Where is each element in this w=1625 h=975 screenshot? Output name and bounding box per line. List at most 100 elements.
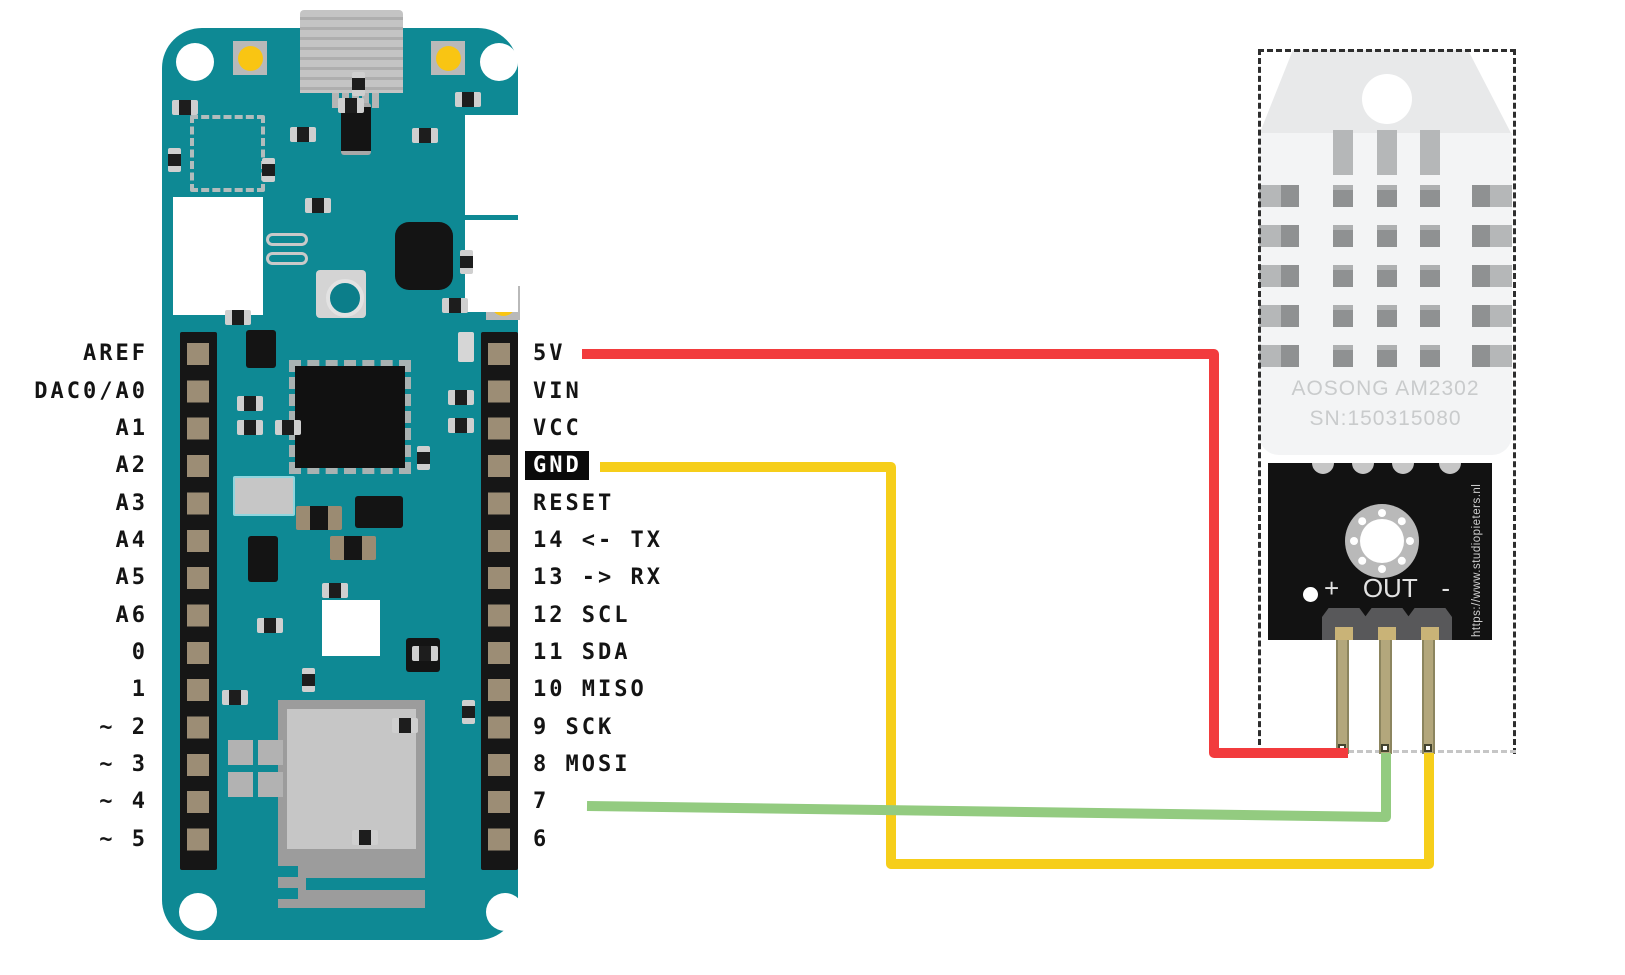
smd-component: [172, 100, 198, 115]
oscillator: [322, 600, 380, 656]
smd-component: [222, 690, 248, 705]
pin-socket: [1365, 608, 1409, 640]
left-pin-labels: AREF DAC0/A0 A1 A2 A3 A4 A5 A6 0 1 ~ 2 ~…: [0, 335, 148, 858]
pin-label-text: A1: [115, 415, 148, 441]
pin-label-text: A2: [115, 453, 148, 479]
smd-component: [460, 250, 473, 274]
smd-component: [352, 72, 365, 96]
pin-label-reset: RESET: [533, 484, 763, 521]
pad-connector-inner: [269, 255, 305, 262]
pcb-bump: [1392, 463, 1414, 474]
sensor-pin-tip: [1381, 744, 1389, 752]
vent-slot: [1420, 130, 1440, 175]
pin-label-8-mosi: 8 MOSI: [533, 746, 763, 783]
pin-label-6: 6: [533, 820, 763, 857]
pcb-label-minus: -: [1441, 573, 1450, 603]
pin-label-text: 6: [533, 826, 550, 852]
vent-slot: [1420, 185, 1440, 207]
pin-label-text: 0: [131, 639, 148, 665]
capacitor: [296, 506, 342, 530]
vent-slot: [1420, 225, 1440, 247]
right-pin-labels: 5V VIN VCC GND RESET 14 <- TX 13 -> RX 1…: [525, 335, 763, 858]
pin-label-dac0-a0: DAC0/A0: [0, 372, 148, 409]
vent-slot: [1377, 185, 1397, 207]
pin-label-4: ~ 4: [0, 783, 148, 820]
pin-label-text: ~ 2: [99, 714, 148, 740]
pcb-url-text: https://www.studiopieters.nl: [1471, 483, 1483, 637]
pcb-label-out: OUT: [1362, 573, 1418, 603]
smd-component: [275, 420, 301, 435]
pcb-mounting-hole-center: [1360, 519, 1404, 563]
sensor-pin-tip: [1424, 744, 1432, 752]
reset-button-cap: [326, 279, 364, 317]
smd-component: [338, 98, 364, 113]
pin-label-1: 1: [0, 671, 148, 708]
antenna-trace: [278, 858, 425, 908]
pin-label-text: VIN: [533, 378, 582, 404]
pin-label-5: ~ 5: [0, 820, 148, 857]
pin-label-text: GND: [525, 451, 589, 481]
pin-label-text: 14 <- TX: [533, 527, 663, 553]
antenna-notch: [278, 888, 298, 899]
pin-label-gnd: GND: [525, 447, 763, 484]
smd-component: [262, 158, 275, 182]
pin-label-14-tx: 14 <- TX: [533, 522, 763, 559]
pin-socket-pad: [1335, 627, 1353, 640]
arduino-mkr-board: [162, 10, 524, 940]
hole-dot: [1350, 537, 1358, 545]
pin-label-a2: A2: [0, 447, 148, 484]
pin-label-a6: A6: [0, 596, 148, 633]
sensor-pin-tip: [1338, 744, 1346, 752]
pin-label-vcc: VCC: [533, 410, 763, 447]
pin-label-text: 13 -> RX: [533, 565, 663, 591]
vent-slot: [1259, 185, 1299, 207]
reset-button: [316, 270, 366, 318]
pin-label-2: ~ 2: [0, 708, 148, 745]
label-area: [465, 115, 518, 215]
sensor-pin-out: [1379, 640, 1392, 754]
pin-header-right: [481, 332, 518, 870]
pin-label-aref: AREF: [0, 335, 148, 372]
pad-connector: [266, 233, 308, 246]
pcb-mounting-hole: [1345, 504, 1419, 578]
mounting-hole: [486, 893, 524, 931]
pin-label-a4: A4: [0, 522, 148, 559]
pcb-bump: [1439, 463, 1461, 474]
vent-slot: [1333, 265, 1353, 287]
smd-component: [448, 418, 474, 433]
usb-connector: [300, 10, 403, 93]
pin-label-3: ~ 3: [0, 746, 148, 783]
vent-slot: [1472, 185, 1512, 207]
pin-label-5v: 5V: [533, 335, 763, 372]
qfn-chip: [190, 115, 265, 192]
pin-label-11-sda: 11 SDA: [533, 634, 763, 671]
pin-label-10-miso: 10 MISO: [533, 671, 763, 708]
sensor-pcb: + OUT - https://www.studiopieters.nl: [1268, 463, 1492, 640]
pin-label-text: ~ 5: [99, 826, 148, 852]
antenna-notch: [278, 866, 298, 877]
mounting-hole: [176, 43, 214, 81]
pin-label-13-rx: 13 -> RX: [533, 559, 763, 596]
vent-slot: [1377, 265, 1397, 287]
pcb-pin-labels: + OUT -: [1324, 573, 1450, 604]
smd-component: [168, 148, 181, 172]
pin-label-text: 8 MOSI: [533, 751, 631, 777]
vent-slot: [1333, 225, 1353, 247]
smd-component: [352, 830, 378, 845]
vent-slot: [1472, 305, 1512, 327]
pin-label-7: 7: [533, 783, 763, 820]
pin-label-a1: A1: [0, 410, 148, 447]
fiducial-dot: [436, 46, 461, 71]
hole-dot: [1378, 509, 1386, 517]
sensor-pin-plus: [1336, 640, 1349, 754]
vent-slot: [1472, 225, 1512, 247]
pin-label-9-sck: 9 SCK: [533, 708, 763, 745]
pcb-label-plus: +: [1324, 573, 1340, 603]
label-area: [465, 220, 518, 312]
pin-label-text: RESET: [533, 490, 615, 516]
smd-component: [322, 583, 348, 598]
fiducial-dot: [238, 46, 263, 71]
pin-socket: [1322, 608, 1366, 640]
usb-pin: [332, 93, 339, 108]
